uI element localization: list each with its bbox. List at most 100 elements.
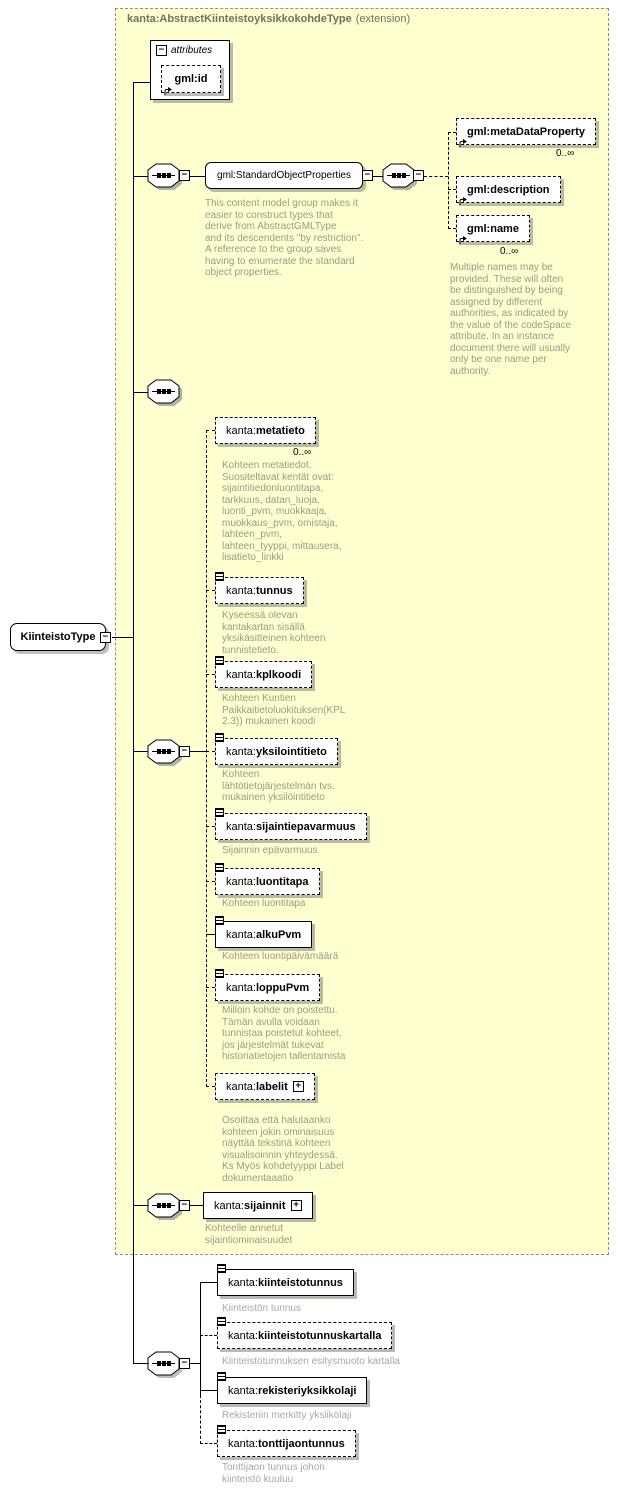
connector-line [112,637,134,638]
sequence-icon[interactable] [144,736,184,768]
annotation-kplkoodi: Kohteen Kuntien Paikkaitietoluokituksen(… [222,693,346,727]
annotation-sijainnit: Kohteelle annetut sijaintiominaisuudet [205,1223,293,1246]
type-content-icon [217,1317,226,1326]
collapse-icon[interactable]: − [179,1200,190,1211]
element-kanta-kplkoodi[interactable]: kanta:kplkoodi [215,656,313,688]
sequence-icon[interactable] [144,160,184,192]
type-content-icon [215,733,224,742]
annotation-tonttijaontunnus: Tonttijaon tunnus johon kiinteistö kuulu… [222,1462,325,1485]
type-content-icon [217,1264,226,1273]
element-kanta-metatieto[interactable]: kanta:metatieto [215,417,316,444]
collapse-icon[interactable]: − [179,1358,190,1369]
collapse-icon[interactable]: − [100,632,111,643]
connector-line [206,590,215,591]
annotation-tunnus: Kyseessä olevan kantakartan sisällä yksi… [222,610,326,656]
annotation-rekisteriyksikkolaji: Rekisteriin merkitty yksiikölaji [222,1410,352,1421]
connector-line [200,1390,217,1391]
connector-line [206,674,215,675]
element-gml-metadataproperty[interactable]: gml:metaDataProperty [456,118,596,147]
connector-line [206,987,215,988]
sequence-icon[interactable] [379,160,419,192]
type-content-icon [217,1425,226,1434]
connector-line [206,430,207,1087]
attributes-header: − attributes [156,45,212,56]
type-kiinteistotype[interactable]: KiinteistoType [10,623,106,651]
connector-line [206,934,215,935]
connector-line [206,1086,215,1087]
collapse-icon[interactable]: − [179,746,190,757]
connector-line [200,1335,217,1336]
annotation-sijaintiepavarmuus: Sijainnin epävarmuus [222,845,318,856]
reference-arrow-icon [163,86,173,96]
expand-icon[interactable]: + [292,1081,304,1092]
element-kanta-sijainnit[interactable]: kanta:sijainnit + [203,1192,313,1219]
type-content-icon [215,656,224,665]
element-kanta-kiinteistotunnus[interactable]: kanta:kiinteistotunnus [217,1264,354,1296]
attributes-label: attributes [171,45,213,56]
annotation-alkupvm: Kohteen luontipäivämäärä [222,951,339,962]
connector-line [200,1395,201,1444]
element-kanta-labelit[interactable]: kanta:labelit + [215,1073,315,1100]
annotation-loppupvm: Milloin kohde on poistettu. Tämän avulla… [222,1005,346,1062]
extension-title: kanta:AbstractKiinteistoyksikkokohdeType… [127,13,410,25]
connector-line [190,176,205,177]
attribute-gml-id[interactable]: gml:id [161,65,221,96]
cardinality-label: 0..∞ [500,246,519,257]
reference-arrow-icon [458,196,468,206]
annotation-luontitapa: Kohteen luontitapa [222,898,306,909]
connector-line [206,751,215,752]
collapse-icon[interactable]: − [413,170,424,181]
collapse-icon[interactable]: − [179,170,190,181]
reference-arrow-icon [458,235,468,245]
sequence-icon[interactable] [144,1190,184,1222]
connector-line [134,176,148,177]
annotation-kiinteistotunnus: Kiinteistön tunnus [222,1303,301,1314]
connector-line [373,176,383,177]
attributes-box: − attributes gml:id [150,40,230,100]
type-content-icon [215,969,224,978]
connector-line [200,1443,217,1444]
annotation-metatieto: Kohteen metatiedot. Suositeltavat kentät… [222,460,342,563]
connector-line [206,430,215,431]
element-kanta-sijaintiepavarmuus[interactable]: kanta:sijaintiepavarmuus [215,808,367,840]
element-kanta-luontitapa[interactable]: kanta:luontitapa [215,863,320,895]
element-gml-name[interactable]: gml:name [456,215,530,245]
element-kanta-yksilointitieto[interactable]: kanta:yksilointitieto [215,733,338,765]
element-kanta-alkupvm[interactable]: kanta:alkuPvm [215,916,313,948]
element-kanta-rekisteriyksikkolaji[interactable]: kanta:rekisteriyksikkolaji [217,1372,368,1404]
connector-line [133,82,134,1364]
connector-line [448,132,456,133]
cardinality-label: 0..∞ [293,447,312,458]
collapse-icon[interactable]: − [362,170,373,181]
connector-line [448,228,456,229]
annotation-yksilointitieto: Kohteen lähtötietojärjestelmän tvs. muka… [222,769,335,803]
type-content-icon [215,863,224,872]
expand-icon[interactable]: + [290,1200,302,1211]
element-kanta-tunnus[interactable]: kanta:tunnus [215,572,304,604]
type-content-icon [217,1372,226,1381]
element-kanta-tonttijaontunnus[interactable]: kanta:tonttijaontunnus [217,1425,356,1457]
collapse-icon[interactable]: − [156,45,167,56]
element-kanta-loppupvm[interactable]: kanta:loppuPvm [215,969,321,1001]
connector-line [134,751,148,752]
sequence-icon[interactable] [144,376,184,408]
annotation-gml-name: Multiple names may be provided. These wi… [450,262,572,377]
element-kanta-kiinteistotunnuskartalla[interactable]: kanta:kiinteistotunnuskartalla [217,1317,393,1349]
annotation-labelit: Osoittaa että halutaanko kohteen jokin o… [222,1115,344,1184]
extension-type-name: kanta:AbstractKiinteistoyksikkokohdeType [127,13,352,25]
annotation-kiinteistotunnuskartalla: Kiinteistotunnuksen esitysmuoto kartalla [222,1356,400,1367]
connector-line [424,176,448,177]
connector-line [448,132,449,229]
connector-line [134,392,148,393]
connector-line [190,1205,203,1206]
connector-line [190,1363,200,1364]
connector-line [200,1282,201,1395]
cardinality-label: 0..∞ [556,148,575,159]
group-standardobjectproperties[interactable]: gml:StandardObjectProperties [205,162,363,189]
element-gml-description[interactable]: gml:description [456,176,561,206]
type-kiinteistotype-label: KiinteistoType [20,631,96,643]
sequence-icon[interactable] [144,1348,184,1380]
type-content-icon [215,916,224,925]
connector-line [200,1282,217,1283]
